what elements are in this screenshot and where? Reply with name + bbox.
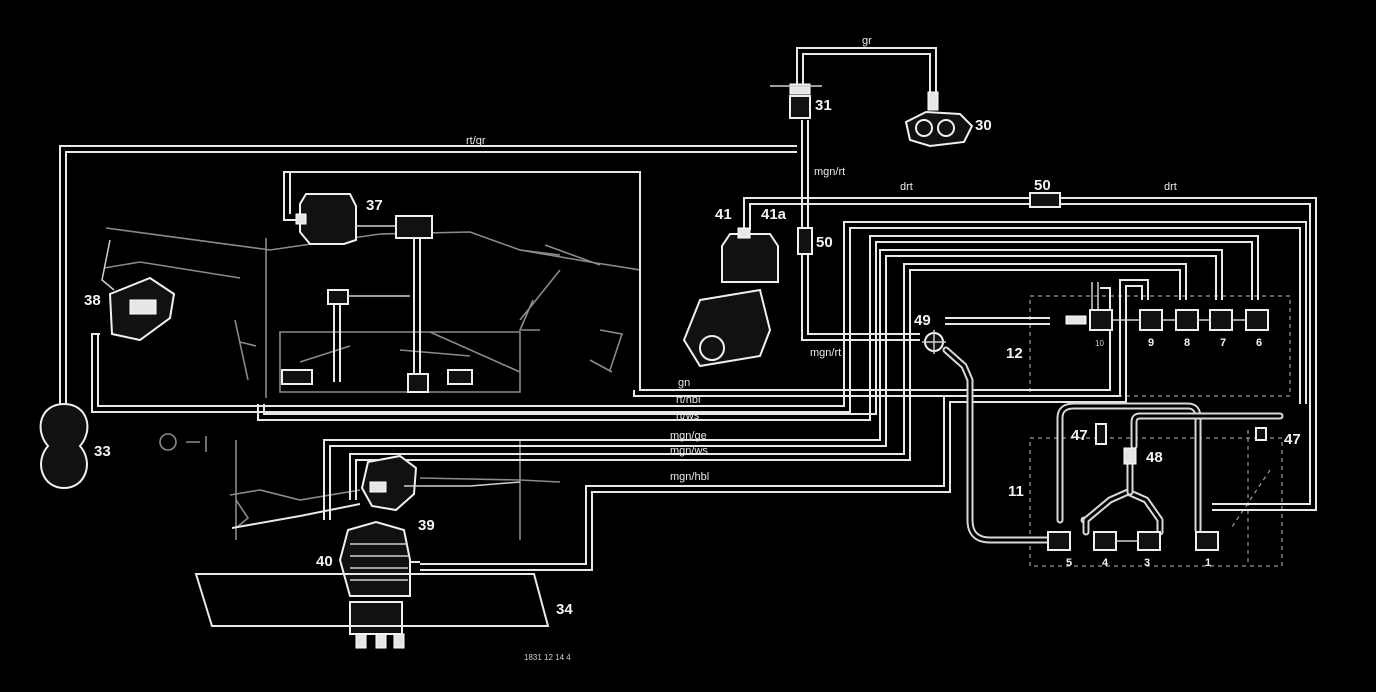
label-10: 10 xyxy=(1095,339,1104,348)
vacuum-unit-40 xyxy=(338,520,411,649)
label-49: 49 xyxy=(914,312,931,329)
label-47-right: 47 xyxy=(1284,431,1301,448)
label-41a: 41a xyxy=(761,206,787,223)
wire-label-drt-left: drt xyxy=(900,181,913,193)
wire-label-gr: gr xyxy=(862,35,872,47)
label-31: 31 xyxy=(815,97,832,114)
actuator-38 xyxy=(101,239,176,342)
label-50-top: 50 xyxy=(1034,177,1051,194)
throttle-linkage xyxy=(281,289,473,385)
label-47-left: 47 xyxy=(1071,427,1088,444)
label-37: 37 xyxy=(366,197,383,214)
label-11: 11 xyxy=(1008,483,1024,500)
housing-34 xyxy=(194,573,550,627)
label-6: 6 xyxy=(1256,337,1262,349)
wire-label-gn: gn xyxy=(678,377,690,389)
wire-label-rt-ws: rt/ws xyxy=(676,410,700,422)
label-5: 5 xyxy=(1066,557,1072,569)
valve-row-lower xyxy=(1047,531,1219,551)
label-34: 34 xyxy=(556,601,573,618)
label-4: 4 xyxy=(1102,557,1109,569)
valve-row-upper xyxy=(1065,309,1269,331)
vacuum-lines xyxy=(59,47,1317,571)
label-12: 12 xyxy=(1006,345,1023,362)
label-41: 41 xyxy=(715,206,732,223)
figure-code: 1831 12 14 4 xyxy=(524,653,571,662)
label-9: 9 xyxy=(1148,337,1154,349)
label-7: 7 xyxy=(1220,337,1226,349)
label-33: 33 xyxy=(94,443,111,460)
label-8: 8 xyxy=(1184,337,1190,349)
wire-label-drt-right: drt xyxy=(1164,181,1177,193)
label-50-mid: 50 xyxy=(816,234,833,251)
wire-label-mgn-ge: mgn/ge xyxy=(670,430,707,442)
check-valve-50-mid xyxy=(797,227,813,255)
wire-label-rt-gr: rt/gr xyxy=(466,135,486,147)
fitting-31 xyxy=(770,83,822,119)
wire-label-mgn-ws: mgn/ws xyxy=(670,445,708,457)
wire-label-rt-hbl: rt/hbl xyxy=(676,394,700,406)
wire-labels: gr rt/gr mgn/rt mgn/rt drt drt gn rt/hbl… xyxy=(466,35,1177,483)
actuator-37 xyxy=(295,193,433,393)
filter-47-left xyxy=(1095,423,1107,445)
label-39: 39 xyxy=(418,517,435,534)
wire-label-mgn-hbl: mgn/hbl xyxy=(670,471,709,483)
vacuum-pump-30 xyxy=(904,91,974,148)
filter-47-right xyxy=(1255,427,1267,441)
distributor-48 xyxy=(1123,447,1137,465)
thick-hoses xyxy=(942,346,1284,544)
vacuum-reservoir-33 xyxy=(39,402,89,490)
label-1: 1 xyxy=(1205,557,1211,569)
label-48: 48 xyxy=(1146,449,1163,466)
check-valve-50-top xyxy=(1029,192,1061,208)
label-3: 3 xyxy=(1144,557,1150,569)
vehicle-outline-sketch xyxy=(103,227,641,540)
wire-label-mgn-rt-top: mgn/rt xyxy=(814,166,845,178)
actuator-39 xyxy=(360,454,521,512)
label-38: 38 xyxy=(84,292,101,309)
wire-label-mgn-rt-bottom: mgn/rt xyxy=(810,347,841,359)
actuator-41 xyxy=(682,227,779,368)
label-40: 40 xyxy=(316,553,333,570)
connector-49 xyxy=(922,330,946,354)
label-30: 30 xyxy=(975,117,992,134)
component-labels: 1 3 4 5 6 7 8 9 10 11 12 30 31 33 34 37 … xyxy=(84,97,1301,618)
